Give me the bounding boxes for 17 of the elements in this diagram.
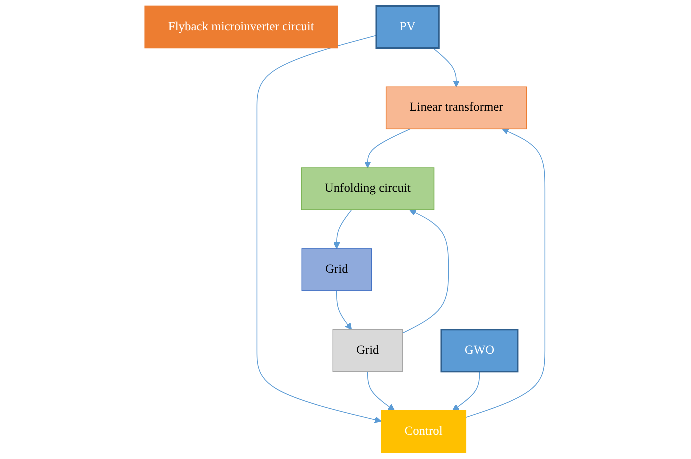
arrow [402, 210, 450, 334]
arrow [257, 35, 382, 424]
node-box: Linear transformer [386, 86, 528, 130]
node-box: GWO [441, 329, 520, 373]
node-box: Unfolding circuit [301, 168, 436, 210]
node-box: Grid [333, 329, 404, 372]
arrow [466, 128, 546, 418]
arrow [452, 371, 480, 412]
arrow [364, 128, 412, 168]
arrow [433, 48, 460, 88]
node-box: Grid [302, 248, 372, 292]
node-box: PV [376, 5, 440, 50]
arrow [336, 290, 352, 330]
arrow [368, 371, 396, 412]
node-box: Flyback microinverter circuit [145, 6, 338, 49]
node-box: Control [381, 410, 467, 454]
arrow [334, 210, 353, 250]
